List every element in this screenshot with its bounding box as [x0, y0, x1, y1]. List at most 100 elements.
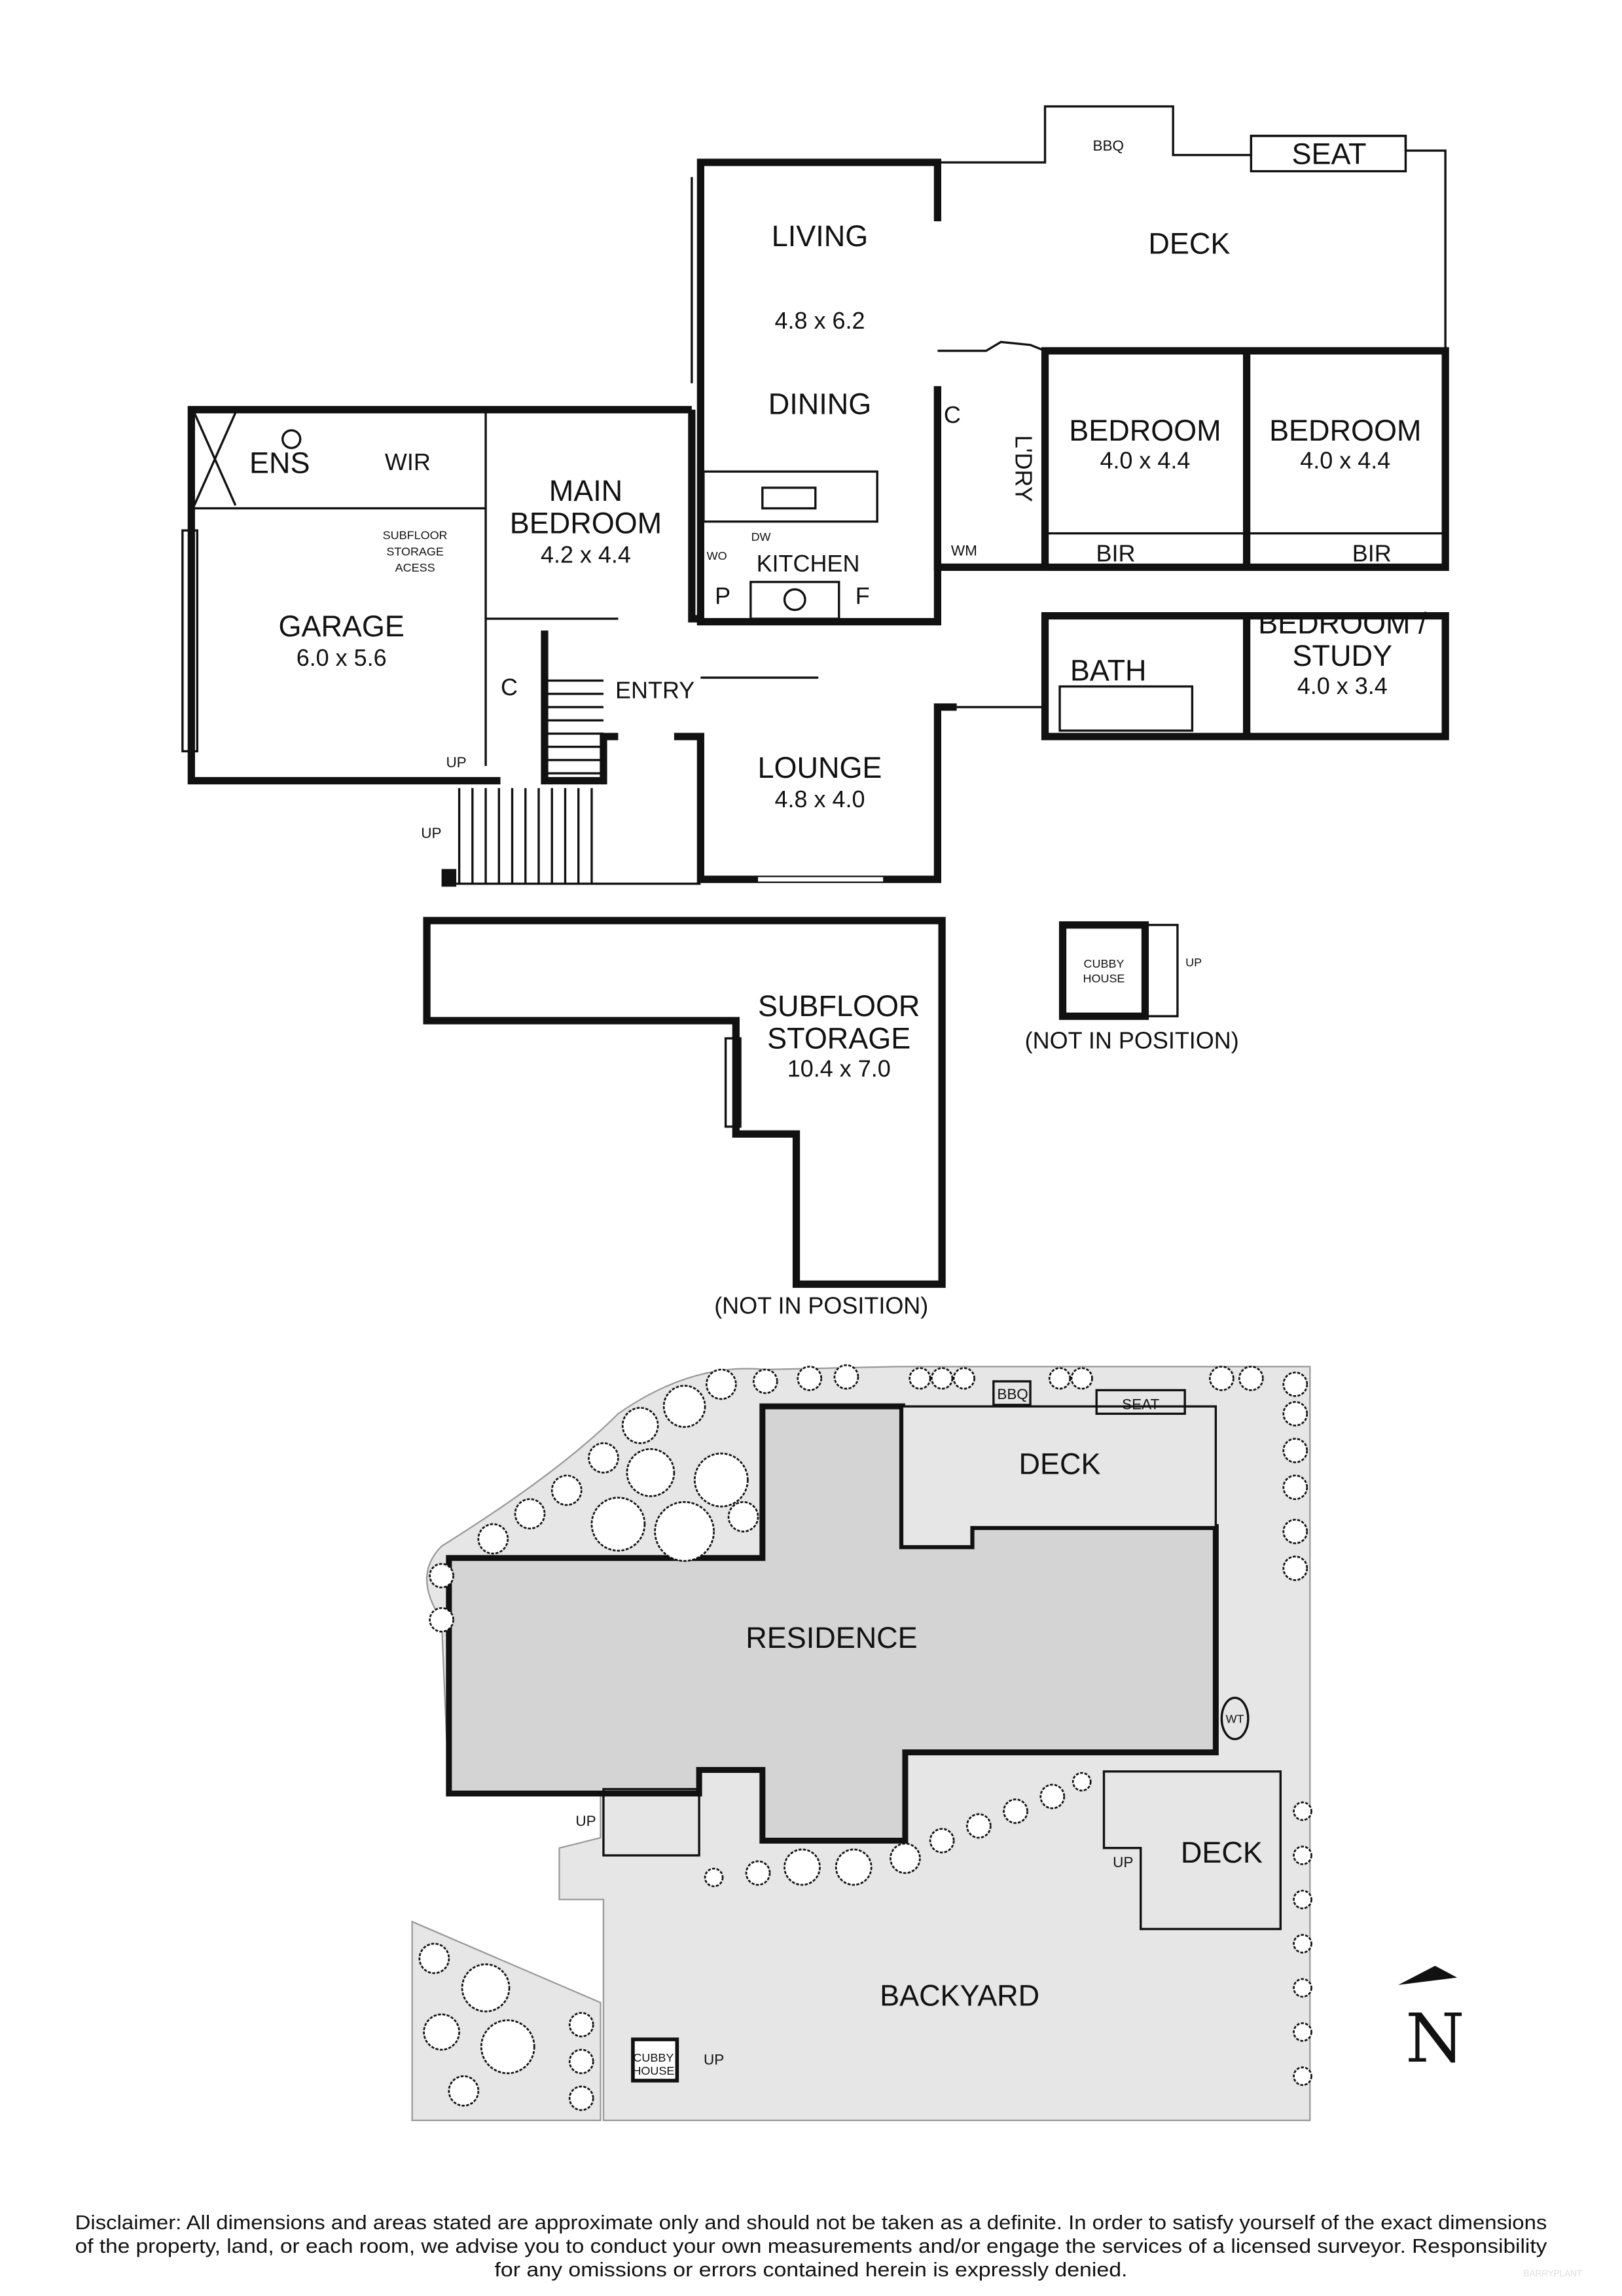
site-plan: BBQ SEAT DECK RESIDENCE WT DECK UP UP BA…: [411, 1364, 1312, 2121]
site-cubby-1: CUBBY: [633, 2051, 674, 2064]
tree-icon: [1072, 1772, 1092, 1792]
main-bedroom-label-2: BEDROOM: [510, 507, 662, 540]
subfloor-window: [724, 1037, 742, 1128]
watermark: BARRYPLANT: [1523, 2269, 1582, 2278]
entry-walls: [541, 630, 619, 785]
pantry-label: P: [715, 583, 730, 610]
tree-icon: [568, 2012, 594, 2037]
dw-label: DW: [751, 530, 771, 543]
tree-icon: [448, 2075, 480, 2107]
tree-icon: [621, 1407, 659, 1444]
bedroom-2-dims: 4.0 x 4.4: [1300, 447, 1390, 474]
laundry-walls: [933, 386, 1045, 572]
lounge-label: LOUNGE: [758, 751, 882, 784]
cooktop-icon: [783, 588, 806, 611]
disclaimer: Disclaimer: All dimensions and areas sta…: [75, 2212, 1582, 2281]
tree-icon: [429, 1607, 454, 1633]
tree-icon: [745, 1860, 771, 1886]
tree-icon: [797, 1366, 823, 1391]
bedroom-study-label-1: BEDROOM /: [1258, 607, 1427, 640]
bbq-site: [992, 1380, 1032, 1406]
backyard-label: BACKYARD: [880, 1978, 1039, 2012]
cubby-site: [631, 2037, 679, 2083]
tree-icon: [1282, 1401, 1308, 1427]
site-deck-right-label: DECK: [1181, 1836, 1263, 1869]
toilet-icon: [281, 429, 302, 449]
cooktop: [749, 581, 840, 620]
tree-icon: [727, 1501, 759, 1533]
deck-right: [1102, 1770, 1282, 1931]
tree-icon: [833, 1364, 859, 1390]
ens-label: ENS: [249, 446, 310, 479]
tree-icon: [1293, 1889, 1312, 1910]
north-arrow-icon: [1398, 1965, 1458, 1985]
lounge-dims: 4.8 x 4.0: [774, 786, 865, 812]
tree-icon: [705, 1368, 737, 1400]
laundry-cupboard-label: C: [944, 401, 961, 428]
cubby-house: CUBBY HOUSE UP (NOT IN POSITION): [1025, 921, 1239, 1054]
subfloor-label-2: STORAGE: [767, 1022, 910, 1055]
tree-icon: [1293, 2022, 1312, 2042]
disclaimer-line-2: of the property, land, or each room, we …: [75, 2236, 1548, 2257]
dining-label: DINING: [768, 388, 871, 421]
residence-footprint: [446, 1403, 1219, 1844]
tree-icon: [626, 1448, 676, 1497]
tree-icon: [966, 1813, 992, 1839]
subfloor-note: (NOT IN POSITION): [714, 1292, 928, 1319]
cubby-label-2: HOUSE: [1083, 972, 1125, 985]
bedroom-wall: [688, 409, 701, 623]
main-bedroom-label-1: MAIN: [549, 474, 622, 507]
residence-label: RESIDENCE: [746, 1621, 917, 1654]
tree-icon: [1293, 1934, 1312, 1954]
bbq-label: BBQ: [1092, 137, 1123, 154]
tree-icon: [1282, 1556, 1308, 1581]
cubby-note: (NOT IN POSITION): [1025, 1027, 1239, 1054]
tree-icon: [890, 1842, 921, 1874]
wt-label: WT: [1226, 1713, 1244, 1726]
site-seat-label: SEAT: [1122, 1396, 1159, 1413]
tree-icon: [1282, 1474, 1308, 1501]
trees: [418, 1364, 1312, 2111]
garage-door[interactable]: [181, 529, 199, 753]
tree-icon: [1238, 1366, 1264, 1391]
wm-label: WM: [951, 542, 977, 558]
tree-icon: [704, 1867, 724, 1887]
cubby-up: UP: [1185, 956, 1202, 969]
bedroom-study-label-2: STUDY: [1293, 639, 1392, 672]
seat-site: [1095, 1389, 1186, 1415]
tree-icon: [1048, 1367, 1072, 1390]
bedroom-1-dims: 4.0 x 4.4: [1100, 447, 1190, 474]
up-label-1: UP: [446, 754, 466, 771]
tree-icon: [550, 1474, 583, 1506]
sink-icon: [761, 486, 817, 510]
seat-label: SEAT: [1291, 137, 1366, 170]
tree-icon: [1070, 1367, 1093, 1390]
tree-icon: [1282, 1518, 1308, 1544]
tree-icon: [929, 1828, 955, 1853]
tree-icon: [654, 1501, 715, 1562]
wir-label: WIR: [385, 448, 431, 475]
deck-edge: [937, 340, 1046, 352]
bedroom-study-dims: 4.0 x 3.4: [1297, 672, 1388, 699]
upper-floor: LIVING 4.8 x 6.2 DINING DECK BBQ SEAT EN…: [181, 105, 1449, 887]
site-cubby-up: UP: [704, 2051, 724, 2068]
disclaimer-line-1: Disclaimer: All dimensions and areas sta…: [75, 2212, 1547, 2234]
tree-icon: [662, 1385, 706, 1428]
up-label-2: UP: [421, 825, 441, 841]
subfloor-access-3: ACESS: [395, 561, 435, 574]
tree-icon: [568, 2085, 594, 2111]
shower: [193, 412, 237, 506]
cubby-label-1: CUBBY: [1084, 957, 1125, 970]
bedroom-2-bir: BIR: [1352, 539, 1392, 566]
tree-icon: [1282, 1372, 1308, 1397]
tree-icon: [952, 1367, 975, 1390]
tree-icon: [418, 1942, 450, 1975]
tree-icon: [588, 1442, 619, 1474]
subfloor-dims: 10.4 x 7.0: [787, 1055, 891, 1082]
tree-icon: [480, 2019, 535, 2075]
bedroom-2-label: BEDROOM: [1269, 414, 1421, 447]
tree-icon: [1209, 1366, 1235, 1391]
tree-icon: [1293, 1801, 1312, 1821]
site-bbq-label: BBQ: [997, 1386, 1028, 1402]
subfloor-access-2: STORAGE: [386, 545, 444, 558]
